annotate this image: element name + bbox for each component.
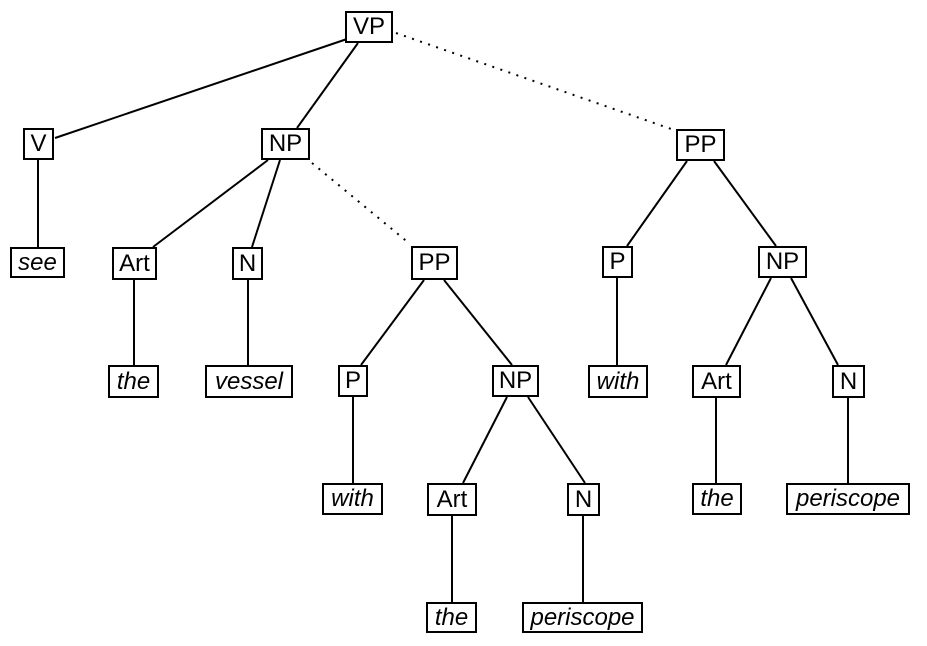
edge-ppmid-np — [443, 279, 513, 366]
node-np-mid: NP — [492, 365, 539, 397]
node-p-mid: P — [338, 365, 368, 397]
edge-vp-ppright-dotted — [395, 32, 675, 131]
node-n-right: N — [832, 365, 865, 398]
node-vp: VP — [345, 11, 393, 43]
leaf-with-mid: with — [322, 483, 383, 515]
node-art-right: Art — [692, 365, 741, 398]
node-n-mid: N — [567, 483, 600, 516]
leaf-periscope-right: periscope — [786, 483, 910, 515]
edge-ppright-np — [713, 160, 777, 247]
leaf-periscope-mid: periscope — [522, 602, 643, 633]
node-pp-right: PP — [676, 129, 725, 161]
edge-npmid-art — [462, 396, 508, 484]
edge-np-art — [152, 159, 269, 248]
edge-npright-n — [790, 277, 839, 366]
leaf-see: see — [10, 247, 65, 278]
leaf-the-mid: the — [426, 602, 477, 633]
edge-npmid-n — [527, 396, 586, 484]
node-art-mid: Art — [427, 483, 477, 516]
leaf-with-right: with — [588, 365, 648, 398]
edge-ppright-p — [626, 160, 688, 247]
edge-vp-np — [296, 42, 359, 129]
leaf-the-right: the — [692, 483, 742, 515]
node-n-1: N — [232, 247, 263, 280]
node-np-right: NP — [758, 246, 807, 278]
node-pp-mid: PP — [411, 246, 458, 280]
edge-npright-art — [725, 277, 772, 366]
leaf-the-1: the — [108, 365, 159, 398]
edge-np-ppmid-dotted — [311, 162, 411, 245]
node-v: V — [23, 128, 54, 160]
leaf-vessel: vessel — [205, 365, 293, 398]
edge-ppmid-p — [360, 279, 425, 366]
node-p-right: P — [602, 246, 633, 278]
node-art-1: Art — [112, 247, 157, 280]
edge-vp-v — [54, 38, 348, 139]
node-np: NP — [261, 128, 310, 160]
edge-np-n — [251, 159, 281, 248]
